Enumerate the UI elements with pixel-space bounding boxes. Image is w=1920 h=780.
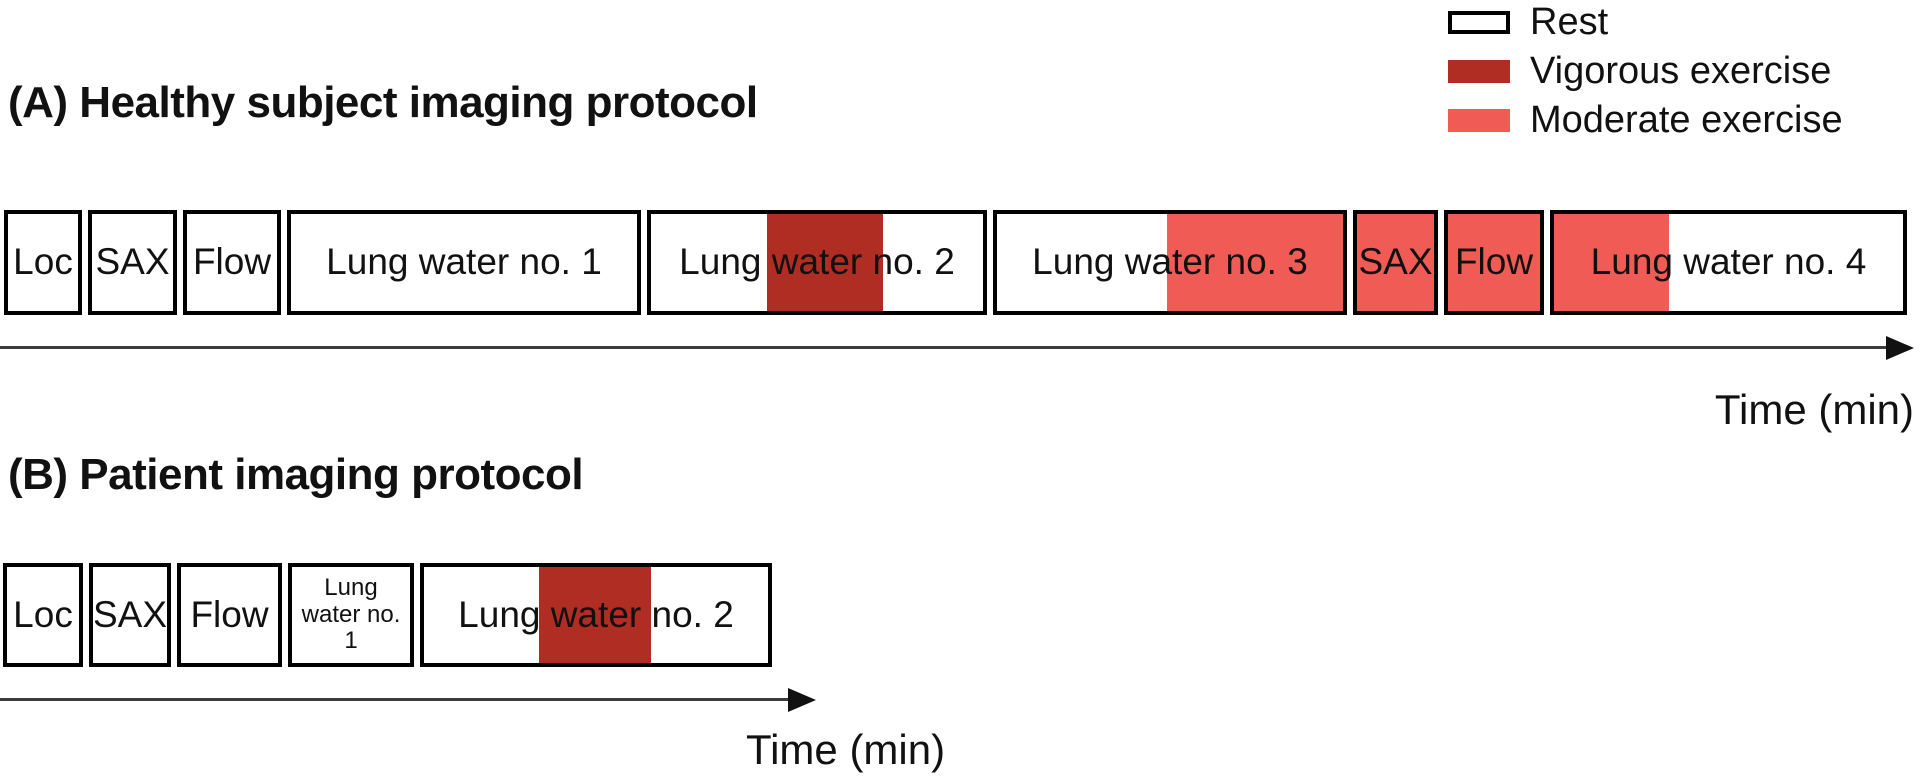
protocol-block: Lung water no. 1 — [288, 563, 414, 667]
protocol-block: Flow — [183, 210, 281, 315]
block-segments — [291, 214, 637, 311]
rest-segment — [93, 567, 167, 663]
moderate-segment — [1166, 214, 1343, 311]
block-label: Lung water no. 1 — [326, 241, 602, 283]
block-segments — [997, 214, 1343, 311]
section-a-axis-label: Time (min) — [1714, 386, 1914, 433]
block-label: SAX — [92, 593, 168, 635]
protocol-block: Flow — [177, 563, 282, 667]
rest-segment — [291, 214, 637, 311]
block-segments — [181, 567, 278, 663]
rest-swatch-icon — [1448, 10, 1510, 34]
section-b-timeline: Loc SAX Flow Lung water no. 1 Lung water no.… — [3, 563, 772, 667]
rest-segment — [187, 214, 277, 311]
block-segments — [1357, 214, 1434, 311]
block-label: Lung water no. 3 — [1032, 241, 1308, 283]
section-a-arrowhead-icon — [1886, 336, 1914, 360]
block-label: Lung water no. 1 — [301, 574, 401, 655]
block-segments — [424, 567, 768, 663]
section-b-axis-label: Time (min) — [746, 726, 946, 773]
block-label: Flow — [1454, 241, 1534, 283]
block-label: Lung water no. 4 — [1590, 241, 1867, 283]
protocol-block: Loc — [4, 210, 82, 315]
rest-segment — [997, 214, 1167, 311]
vigorous-swatch-icon — [1448, 59, 1510, 83]
block-label: Loc — [13, 241, 73, 283]
protocol-block: SAX — [1353, 210, 1438, 315]
protocol-block: Lung water no. 1 — [287, 210, 641, 315]
legend-label: Moderate exercise — [1530, 99, 1843, 141]
block-label: SAX — [1358, 241, 1433, 283]
block-label: Flow — [190, 593, 269, 635]
legend-label: Rest — [1530, 1, 1609, 43]
section-a-title: (A) Healthy subject imaging protocol — [8, 78, 758, 127]
vigorous-segment — [767, 214, 884, 311]
rest-segment — [1669, 214, 1903, 311]
section-b-title: (B) Patient imaging protocol — [8, 450, 584, 499]
protocol-block: Lung water no. 4 — [1550, 210, 1907, 315]
block-label: Lung water no. 2 — [458, 593, 734, 635]
moderate-segment — [1448, 214, 1540, 311]
section-a-axis-line — [0, 346, 1886, 349]
block-label: SAX — [95, 241, 170, 283]
block-label: Lung water no. 2 — [679, 241, 955, 283]
rest-segment — [8, 214, 78, 311]
protocol-block: Lung water no. 2 — [647, 210, 987, 315]
rest-segment — [651, 567, 768, 663]
protocol-block: SAX — [88, 210, 177, 315]
rest-segment — [181, 567, 278, 663]
block-segments — [8, 214, 78, 311]
rest-segment — [651, 214, 768, 311]
rest-segment — [292, 567, 410, 663]
protocol-block: SAX — [89, 563, 171, 667]
moderate-segment — [1357, 214, 1434, 311]
rest-segment — [7, 567, 79, 663]
legend-item-rest: Rest — [1448, 2, 1843, 42]
legend-item-moderate: Moderate exercise — [1448, 100, 1843, 140]
section-a-timeline: Loc SAX Flow Lung water no. 1 Lung water no.… — [4, 210, 1907, 315]
block-segments — [1554, 214, 1903, 311]
legend-item-vigorous: Vigorous exercise — [1448, 51, 1843, 91]
block-segments — [92, 214, 173, 311]
block-segments — [187, 214, 277, 311]
section-b-arrowhead-icon — [788, 688, 816, 712]
section-b-axis-line — [0, 698, 788, 701]
vigorous-segment — [539, 567, 652, 663]
moderate-swatch-icon — [1448, 108, 1510, 132]
block-segments — [1448, 214, 1540, 311]
moderate-segment — [1554, 214, 1670, 311]
block-label: Flow — [192, 241, 272, 283]
rest-segment — [883, 214, 983, 311]
block-segments — [651, 214, 983, 311]
protocol-block: Lung water no. 2 — [420, 563, 772, 667]
legend-label: Vigorous exercise — [1530, 50, 1832, 92]
protocol-block: Flow — [1444, 210, 1544, 315]
protocol-block: Lung water no. 3 — [993, 210, 1347, 315]
block-segments — [292, 567, 410, 663]
protocol-block: Loc — [3, 563, 83, 667]
rest-segment — [92, 214, 173, 311]
block-segments — [93, 567, 167, 663]
block-segments — [7, 567, 79, 663]
block-label: Loc — [13, 593, 73, 635]
rest-segment — [424, 567, 540, 663]
